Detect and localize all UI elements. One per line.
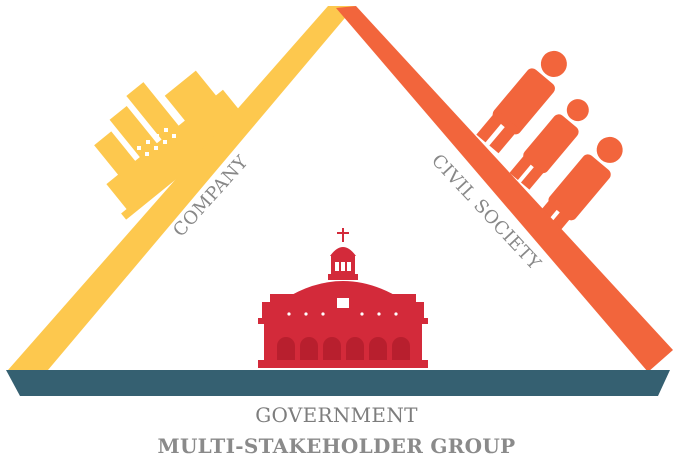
government-base	[6, 370, 670, 396]
company-side	[8, 6, 355, 370]
government-label: GOVERNMENT	[255, 403, 418, 427]
capitol-building-icon	[258, 228, 428, 368]
people-icon	[476, 50, 623, 239]
civil-society-side	[336, 6, 673, 372]
multi-stakeholder-group-title: MULTI-STAKEHOLDER GROUP	[157, 434, 516, 458]
